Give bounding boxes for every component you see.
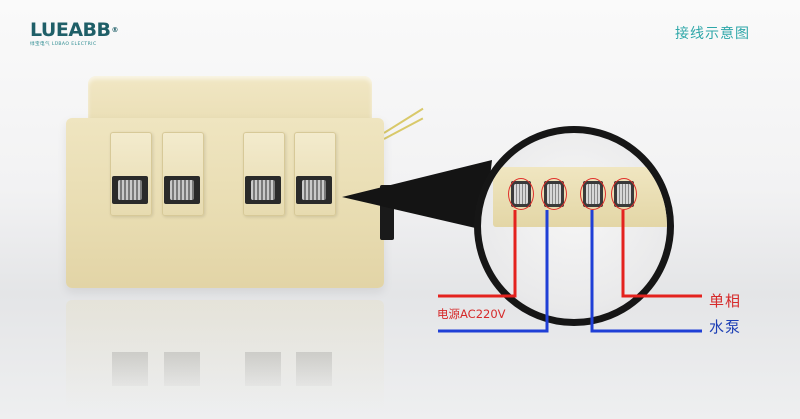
brand-name: LUEABB® [30, 20, 118, 40]
brand-name-text: LUEABB [30, 19, 111, 41]
screw-terminal-icon [164, 176, 200, 204]
registered-mark: ® [111, 26, 119, 34]
brand-tagline: 绿宝电气 LÜBAO ELECTRIC [30, 42, 97, 47]
magnifier-callout-icon [474, 126, 674, 326]
screw-terminal-icon [112, 176, 148, 204]
power-supply-label: 电源AC220V [437, 307, 506, 321]
brand-logo: LUEABB® 绿宝电气 LÜBAO ELECTRIC [30, 20, 118, 47]
terminal-reflection [245, 352, 281, 386]
terminal-highlight-ring [611, 178, 637, 210]
terminal-reflection [164, 352, 200, 386]
pump-live-wire [621, 210, 702, 298]
terminal-reflection [296, 352, 332, 386]
diagram-title: 接线示意图 [675, 26, 750, 42]
terminal-reflection [112, 352, 148, 386]
pump-neutral-wire [590, 210, 702, 333]
terminal-highlight-ring [508, 178, 534, 210]
device-reflection [66, 300, 384, 410]
power-neutral-wire [438, 210, 549, 333]
screw-terminal-icon [245, 176, 281, 204]
terminal-highlight-ring [580, 178, 606, 210]
screw-terminal-icon [296, 176, 332, 204]
single-phase-label: 单相 [709, 292, 742, 310]
terminal-highlight-ring [541, 178, 567, 210]
power-live-wire [438, 210, 517, 298]
water-pump-label: 水泵 [709, 318, 742, 336]
